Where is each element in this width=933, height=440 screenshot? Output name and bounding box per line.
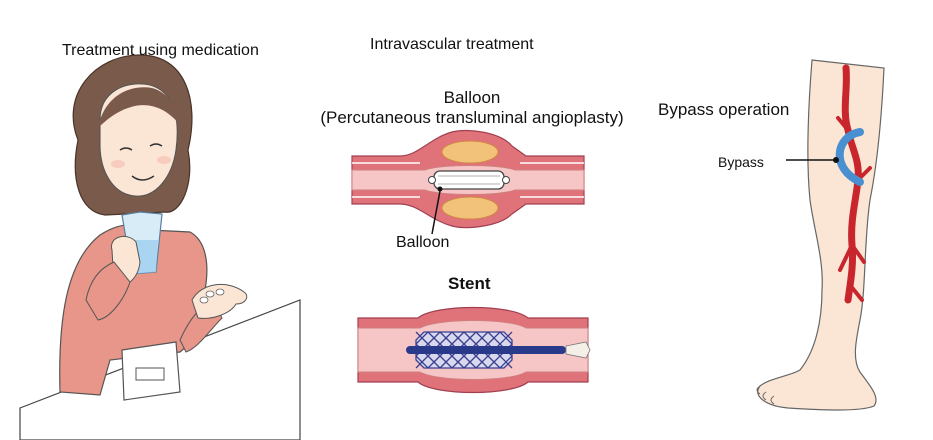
balloon-pointer-line bbox=[431, 190, 441, 235]
bypass-operation-title: Bypass operation bbox=[658, 100, 790, 119]
catheter bbox=[406, 346, 566, 354]
stent-diagram bbox=[357, 306, 591, 394]
intravascular-title: Intravascular treatment bbox=[370, 36, 534, 53]
medication-figure bbox=[19, 54, 301, 440]
balloon-diagram bbox=[351, 129, 585, 235]
balloon-label: Balloon bbox=[396, 234, 450, 251]
balloon-title: Balloon bbox=[443, 88, 501, 107]
balloon bbox=[433, 170, 505, 190]
plaque-top bbox=[441, 140, 499, 164]
leg-figure bbox=[756, 59, 885, 411]
bypass-label: Bypass bbox=[718, 154, 764, 170]
plaque-bottom bbox=[441, 196, 499, 220]
stent-title: Stent bbox=[448, 274, 491, 293]
bypass-graft bbox=[835, 128, 864, 186]
open-hand bbox=[191, 283, 248, 319]
face bbox=[99, 83, 178, 197]
pta-subtitle: (Percutaneous transluminal angioplasty) bbox=[320, 108, 624, 127]
medication-title: Treatment using medication bbox=[62, 42, 259, 59]
medicine-bag bbox=[121, 341, 181, 401]
